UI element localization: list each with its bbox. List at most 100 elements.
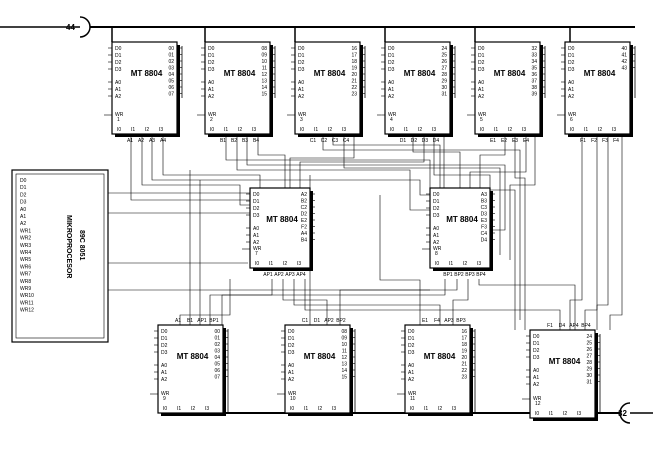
chip-pin-label: I1 bbox=[304, 406, 308, 412]
chip-output-label: 33 bbox=[531, 53, 537, 59]
chip-output-label: 10 bbox=[341, 342, 347, 348]
chip-pin-label: A2 bbox=[298, 94, 304, 100]
chip-wr-number: 7 bbox=[255, 251, 258, 257]
chip-output-label: 41 bbox=[621, 53, 627, 59]
chip-output-label: 01 bbox=[168, 53, 174, 59]
chip-output-label: 13 bbox=[261, 79, 267, 85]
chip-pin-label: I2 bbox=[318, 406, 322, 412]
chip-pin-label: D2 bbox=[208, 60, 215, 66]
chip-output-label: 31 bbox=[586, 380, 592, 386]
chip-pin-label: I3 bbox=[205, 406, 209, 412]
chip-pin-label: D0 bbox=[408, 329, 415, 335]
chip-port-label: B2 bbox=[231, 138, 237, 144]
chip-output-label: 00 bbox=[214, 329, 220, 335]
chip-port-label: BP4 bbox=[476, 272, 486, 278]
chip-pin-label: A1 bbox=[298, 87, 304, 93]
chip-pin-label: D2 bbox=[433, 206, 440, 212]
chip-pin-label: D3 bbox=[568, 67, 575, 73]
chip-port-label: BP3 bbox=[456, 318, 466, 324]
chip-output-label: 12 bbox=[261, 72, 267, 78]
chip-pin-label: D3 bbox=[298, 67, 305, 73]
chip-pin-label: I2 bbox=[563, 411, 567, 417]
mcu-pin-label: WR11 bbox=[20, 300, 34, 306]
chip-pin-label: I0 bbox=[570, 127, 574, 133]
chip-port-label: B1 bbox=[220, 138, 226, 144]
chip-pin-label: I2 bbox=[145, 127, 149, 133]
chip-pin-label: A1 bbox=[208, 87, 214, 93]
mcu-pin-label: WR5 bbox=[20, 257, 31, 263]
chip-port-label: F4 bbox=[613, 138, 619, 144]
chip-port-label: D4 bbox=[433, 138, 440, 144]
chip-wr-label: WR bbox=[288, 391, 297, 397]
chip-pin-label: D0 bbox=[533, 334, 540, 340]
chip-pin-label: D3 bbox=[208, 67, 215, 73]
chip-port-label: BP1 bbox=[209, 318, 219, 324]
chip-port-label: F3 bbox=[602, 138, 608, 144]
chip-output-label: E3 bbox=[481, 218, 487, 224]
chip-port-label: F4 bbox=[434, 318, 440, 324]
chip-output-label: 15 bbox=[261, 92, 267, 98]
chip-output-label: 21 bbox=[351, 79, 357, 85]
chip-pin-label: I2 bbox=[238, 127, 242, 133]
chip-pin-label: I3 bbox=[342, 127, 346, 133]
chip-pin-label: D1 bbox=[478, 53, 485, 59]
chip-pin-label: D0 bbox=[115, 46, 122, 52]
chip-output-label: E2 bbox=[301, 218, 307, 224]
chip-output-label: 22 bbox=[461, 368, 467, 374]
chip-pin-label: I0 bbox=[480, 127, 484, 133]
chip-output-label: 02 bbox=[214, 342, 220, 348]
chip-port-label: A1 bbox=[175, 318, 181, 324]
chip-port-label: A2 bbox=[138, 138, 144, 144]
chip-pin-label: A2 bbox=[208, 94, 214, 100]
chip-wr-label: WR bbox=[388, 112, 397, 118]
mcu-pin-label: WR1 bbox=[20, 228, 31, 234]
chip-pin-label: I3 bbox=[432, 127, 436, 133]
chip-pin-label: I3 bbox=[577, 411, 581, 417]
chip-pin-label: I0 bbox=[255, 261, 259, 267]
chip-port-label: C2 bbox=[321, 138, 328, 144]
chip-output-label: 14 bbox=[261, 85, 267, 91]
chip-pin-label: D3 bbox=[433, 213, 440, 219]
chip-pin-label: A0 bbox=[533, 368, 539, 374]
chip-output-label: F2 bbox=[301, 225, 307, 231]
chip-port-label: C4 bbox=[343, 138, 350, 144]
chip-output-label: 05 bbox=[168, 79, 174, 85]
chip-pin-label: D3 bbox=[253, 213, 260, 219]
chip-output-label: 34 bbox=[531, 59, 537, 65]
chip-output-label: 08 bbox=[261, 46, 267, 52]
chip-port-label: AP3 bbox=[285, 272, 295, 278]
chip-pin-label: I3 bbox=[612, 127, 616, 133]
mcu-pin-label: WR2 bbox=[20, 236, 31, 242]
chip-pin-label: D0 bbox=[568, 46, 575, 52]
chip-output-label: 30 bbox=[441, 85, 447, 91]
chip-pin-label: D2 bbox=[533, 348, 540, 354]
chip-pin-label: D2 bbox=[288, 343, 295, 349]
chip-pin-label: I0 bbox=[390, 127, 394, 133]
chip-pin-label: D1 bbox=[115, 53, 122, 59]
chip-port-label: B3 bbox=[242, 138, 248, 144]
chip-output-label: 17 bbox=[351, 53, 357, 59]
chip-pin-label: D1 bbox=[568, 53, 575, 59]
mcu-pin-label: D0 bbox=[20, 178, 27, 184]
chip-pin-label: D2 bbox=[115, 60, 122, 66]
chip-output-label: 21 bbox=[461, 362, 467, 368]
chip-pin-label: I0 bbox=[290, 406, 294, 412]
chip-pin-label: I3 bbox=[522, 127, 526, 133]
chip-pin-label: I3 bbox=[477, 261, 481, 267]
chip-port-label: C1 bbox=[310, 138, 317, 144]
mcu-pin-label: A2 bbox=[20, 221, 26, 227]
mcu-pin-label: A1 bbox=[20, 214, 26, 220]
chip-output-label: 35 bbox=[531, 66, 537, 72]
chip-wr-number: 4 bbox=[390, 117, 393, 123]
chip-output-label: 20 bbox=[351, 72, 357, 78]
chip-output-label: 38 bbox=[531, 85, 537, 91]
chip-output-label: 23 bbox=[461, 375, 467, 381]
chip-pin-label: D3 bbox=[533, 355, 540, 361]
chip-port-label: BP3 bbox=[465, 272, 475, 278]
chip-output-label: 18 bbox=[461, 342, 467, 348]
